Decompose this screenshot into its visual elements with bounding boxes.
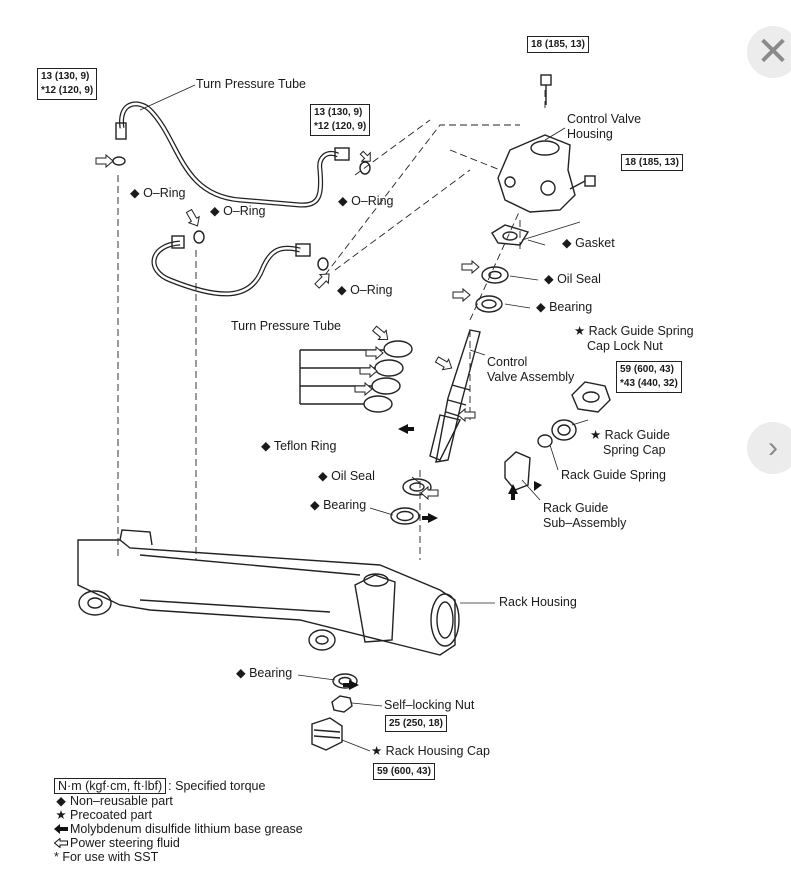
label-bearing-2: ◆ Bearing [310, 498, 367, 512]
label-oring-3: ◆ O–Ring [210, 204, 266, 218]
label-rack-guide-spring-cap: ★ Rack Guide Spring Cap [590, 428, 670, 458]
legend-nonreusable-row: ◆ Non–reusable part [54, 794, 303, 808]
close-icon: ✕ [756, 30, 790, 74]
label-rack-guide-lock-nut: ★ Rack Guide Spring Cap Lock Nut [574, 324, 694, 354]
torque-value: *12 (120, 9) [314, 121, 367, 132]
legend-fluid-row: Power steering fluid [54, 836, 303, 850]
label-rack-guide-sub-assembly: Rack Guide Sub–Assembly [543, 501, 626, 531]
label-line: Valve Assembly [487, 370, 575, 384]
label-line: Sub–Assembly [543, 516, 627, 530]
label-rack-housing: Rack Housing [499, 595, 577, 609]
label-rack-housing-cap: ★ Rack Housing Cap [371, 744, 490, 758]
torque-value: *43 (440, 32) [620, 378, 678, 389]
torque-box-top-bolt: 18 (185, 13) [527, 36, 589, 53]
legend-nonreusable: Non–reusable part [70, 794, 173, 808]
viewer-side-panel: ✕ › [731, 0, 791, 874]
legend-fluid: Power steering fluid [70, 836, 180, 850]
label-oring-2: ◆ O–Ring [338, 194, 394, 208]
torque-value: 13 (130, 9) [41, 71, 90, 82]
torque-value: 13 (130, 9) [314, 107, 363, 118]
label-line: Control [487, 355, 528, 369]
label-teflon-ring: ◆ Teflon Ring [261, 439, 337, 453]
next-image-button[interactable]: › [747, 422, 791, 474]
label-turn-pressure-tube-top: Turn Pressure Tube [196, 77, 307, 91]
close-button[interactable]: ✕ [747, 26, 791, 78]
label-control-valve-housing: Control Valve Housing [567, 112, 641, 142]
legend-unit-desc: : Specified torque [168, 779, 266, 793]
torque-box-side-bolt: 18 (185, 13) [621, 154, 683, 171]
label-oring-1: ◆ O–Ring [130, 186, 186, 200]
label-oil-seal-2: ◆ Oil Seal [318, 469, 375, 483]
label-gasket: ◆ Gasket [562, 236, 615, 250]
torque-box-lock-nut: 59 (600, 43) *43 (440, 32) [616, 361, 682, 393]
label-bearing-1: ◆ Bearing [536, 300, 593, 314]
label-self-locking-nut: Self–locking Nut [384, 698, 475, 712]
torque-box-tube-mid: 13 (130, 9) *12 (120, 9) [310, 104, 371, 136]
torque-box-housing-cap: 59 (600, 43) [373, 763, 435, 780]
legend-sst-row: * For use with SST [54, 850, 303, 864]
legend-sst: * For use with SST [54, 850, 159, 864]
label-turn-pressure-tube-mid: Turn Pressure Tube [231, 319, 342, 333]
exploded-diagram [77, 74, 611, 752]
label-line: Housing [567, 127, 613, 141]
label-rack-guide-spring: Rack Guide Spring [561, 468, 666, 482]
chevron-right-icon: › [768, 431, 778, 464]
torque-value: *12 (120, 9) [41, 85, 94, 96]
legend-torque-row: N·m (kgf·cm, ft·lbf) : Specified torque [54, 778, 303, 794]
star-icon: ★ [55, 808, 67, 822]
legend-grease-row: Molybdenum disulfide lithium base grease [54, 822, 303, 836]
label-line: Cap Lock Nut [587, 339, 663, 353]
label-line: Spring Cap [603, 443, 666, 457]
torque-box-self-locking-nut: 25 (250, 18) [385, 715, 447, 732]
label-oil-seal-1: ◆ Oil Seal [544, 272, 601, 286]
legend-grease: Molybdenum disulfide lithium base grease [70, 822, 303, 836]
hollow-arrow-icon [54, 838, 68, 848]
label-bearing-3: ◆ Bearing [236, 666, 293, 680]
legend-precoated-row: ★ Precoated part [54, 808, 303, 822]
label-line: Control Valve [567, 112, 642, 126]
label-line: ★ Rack Guide [590, 428, 670, 442]
legend-unit-box: N·m (kgf·cm, ft·lbf) [54, 778, 167, 794]
legend-precoated: Precoated part [70, 808, 152, 822]
legend: N·m (kgf·cm, ft·lbf) : Specified torque … [54, 778, 303, 864]
filled-arrow-icon [54, 824, 68, 834]
label-oring-4: ◆ O–Ring [337, 283, 393, 297]
label-line: Rack Guide [543, 501, 609, 515]
torque-value: 59 (600, 43) [620, 364, 674, 375]
diamond-icon: ◆ [56, 794, 66, 808]
label-control-valve-assembly: Control Valve Assembly [487, 355, 574, 385]
torque-box-tube-left: 13 (130, 9) *12 (120, 9) [37, 68, 98, 100]
label-line: ★ Rack Guide Spring [574, 324, 694, 338]
